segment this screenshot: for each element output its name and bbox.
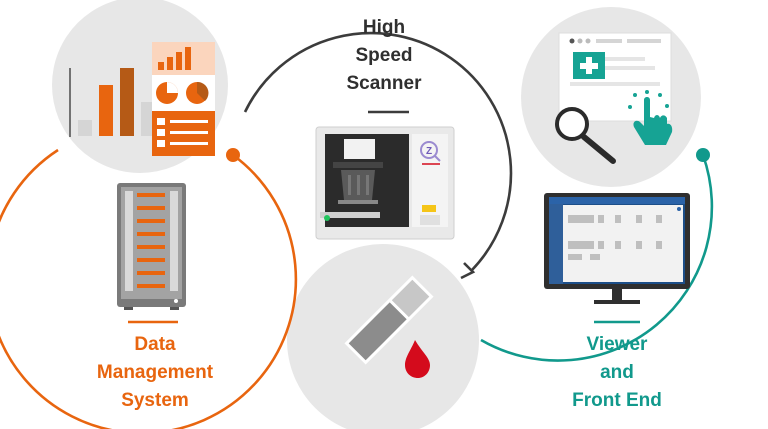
zoom-logo-icon: Z <box>420 141 441 162</box>
scanner-ring-arrow <box>460 262 476 280</box>
scanner-label-line-2: Speed <box>355 45 413 66</box>
analytics-icon <box>69 42 215 156</box>
svg-text:Z: Z <box>426 146 432 157</box>
viewer-label-line-2: and <box>600 362 634 383</box>
data-management-label-line-2: Management <box>96 362 214 383</box>
data-management-label: Data Management System <box>70 331 240 415</box>
slide-scanner-icon <box>315 126 455 240</box>
monitor-icon <box>544 193 690 324</box>
data-management-label-line-1: Data <box>134 334 176 355</box>
medical-cross-icon <box>573 52 605 79</box>
scanner-ring <box>243 31 513 271</box>
dms-ring <box>0 148 298 429</box>
viewer-label-line-3: Front End <box>572 390 662 411</box>
dms-ring-dot <box>226 148 240 162</box>
viewer-label-line-1: Viewer <box>586 334 648 355</box>
magnifier-icon <box>555 107 616 164</box>
scanner-label: High Speed Scanner <box>324 14 444 98</box>
scanner-label-line-1: High <box>362 17 406 38</box>
blood-drop-icon <box>405 340 430 378</box>
glass-slide-icon <box>344 275 434 365</box>
data-management-label-line-3: System <box>121 390 189 411</box>
viewer-ring-dot <box>696 148 710 162</box>
server-rack-icon <box>117 183 186 324</box>
viewer-ring <box>480 154 714 362</box>
touch-hand-icon <box>628 90 673 145</box>
viewer-label: Viewer and Front End <box>547 331 687 415</box>
scanner-label-line-3: Scanner <box>346 73 422 94</box>
